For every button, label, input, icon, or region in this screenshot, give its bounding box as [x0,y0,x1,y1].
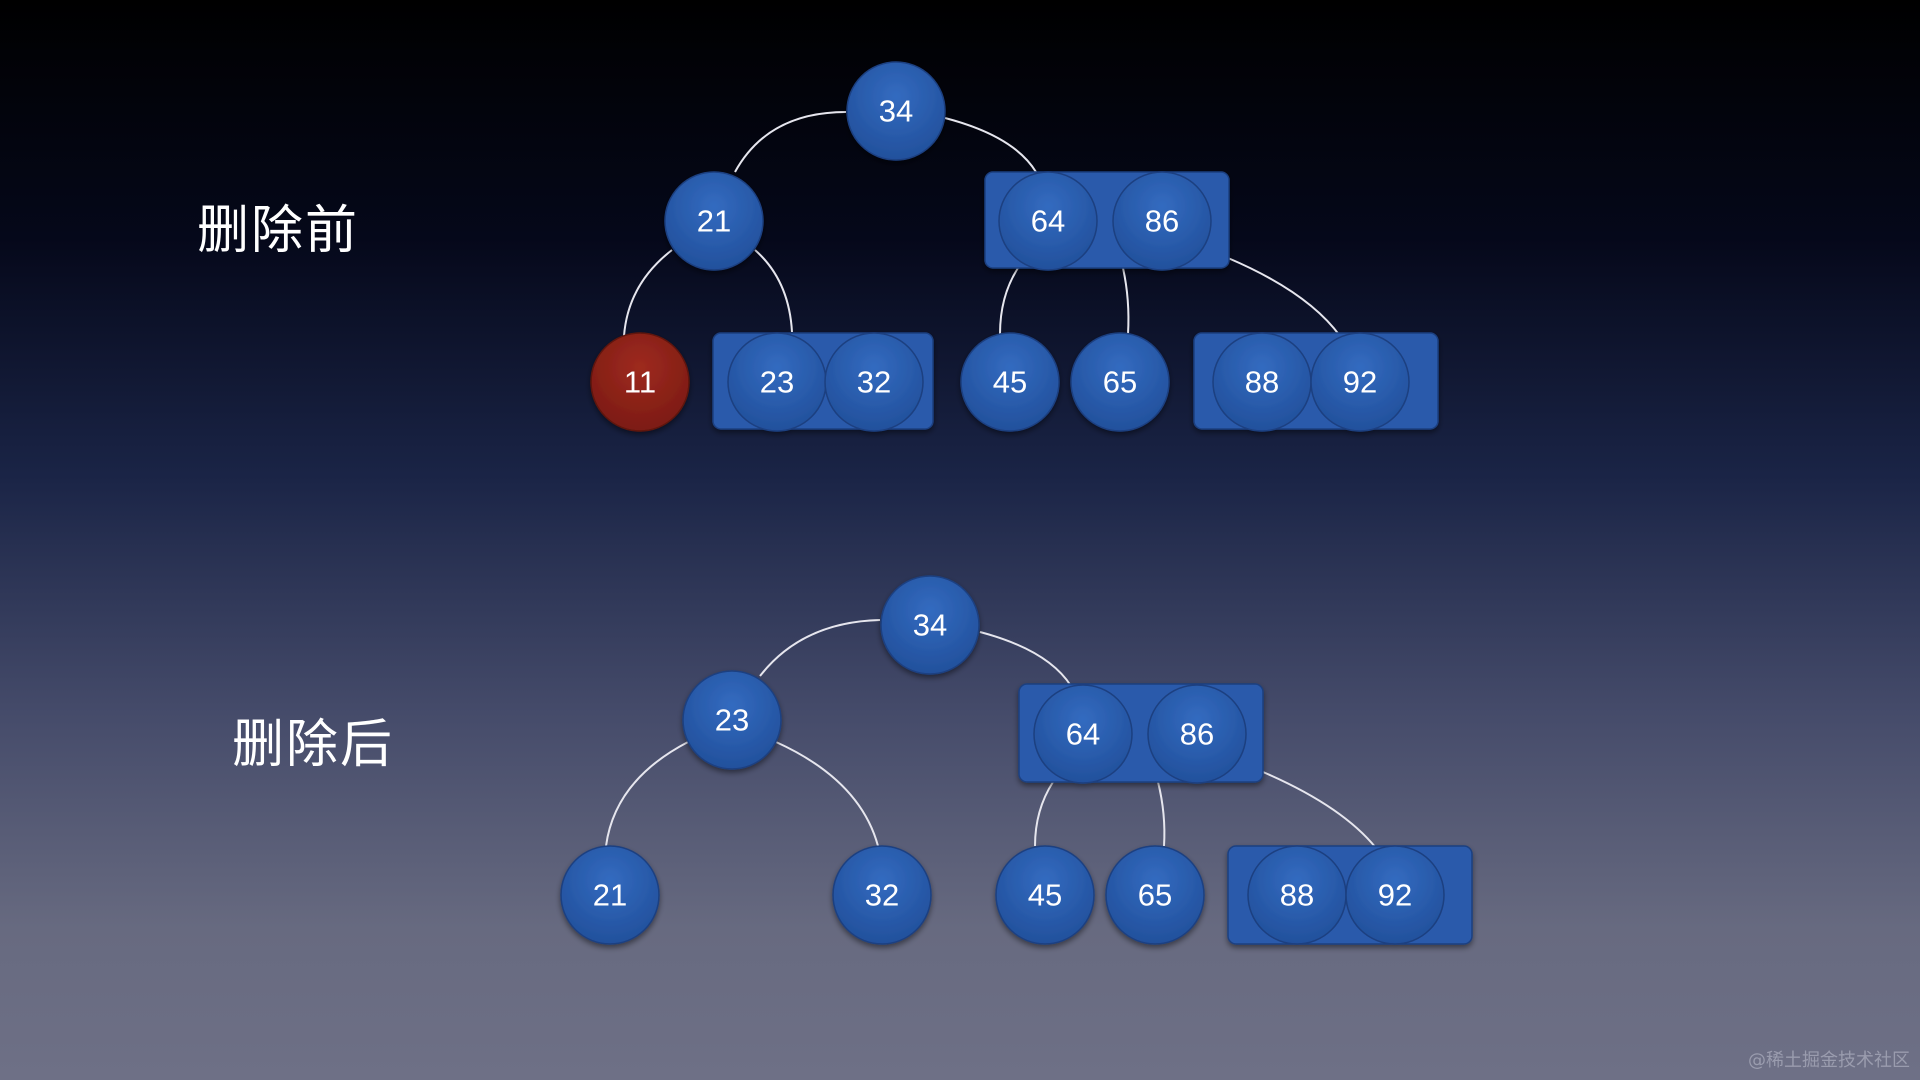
node-before-21: 21 [664,171,764,271]
edge-6486-8892-before [1227,257,1341,337]
edge-6486-65-after [1157,781,1166,847]
node-before-23-32: 23 32 [712,332,934,432]
node-before-root: 34 [846,61,946,161]
edge-23-32-after [775,741,879,847]
key-before-level2-left: 21 [697,204,731,239]
label-before-deletion: 删除前 [197,201,360,261]
key-after-level2-left: 23 [715,703,749,738]
key-before-86: 86 [1145,204,1179,239]
node-after-root: 34 [880,575,980,675]
key-after-leaf-2: 32 [865,878,899,913]
key-before-root: 34 [879,94,913,129]
node-before-45: 45 [960,332,1060,432]
key-after-92: 92 [1378,878,1412,913]
label-after-deletion: 删除后 [232,715,395,775]
edge-6486-45-after [1034,781,1054,847]
edge-21-2332-before [754,249,793,333]
edge-root-right-after [979,631,1072,687]
node-after-88-92: 88 92 [1227,845,1473,945]
key-after-leaf-4: 65 [1138,878,1172,913]
node-after-21: 21 [560,845,660,945]
edges-after [605,619,1377,849]
node-before-64-86: 64 86 [984,171,1230,271]
key-before-leaf-3: 45 [993,365,1027,400]
edge-6486-65-before [1122,267,1130,335]
edge-root-left-before [734,111,847,173]
key-before-88: 88 [1245,365,1279,400]
node-before-65: 65 [1070,332,1170,432]
node-after-23: 23 [682,670,782,770]
edges-before [623,111,1341,337]
node-after-32: 32 [832,845,932,945]
node-before-88-92: 88 92 [1193,332,1439,432]
key-before-23: 23 [760,365,794,400]
key-after-leaf-1: 21 [593,878,627,913]
tree-before: 34 21 64 86 11 23 32 [590,61,1439,432]
key-after-88: 88 [1280,878,1314,913]
node-after-45: 45 [995,845,1095,945]
key-before-leaf-4: 65 [1103,365,1137,400]
edge-21-11-before [623,249,673,337]
node-before-11-deleted: 11 [590,332,690,432]
key-after-root: 34 [913,608,947,643]
edge-6486-8892-after [1262,771,1377,849]
watermark: @稀土掘金技术社区 [1748,1050,1910,1071]
key-before-64: 64 [1031,204,1065,239]
node-after-65: 65 [1105,845,1205,945]
key-before-leaf-1: 11 [624,365,656,400]
key-after-leaf-3: 45 [1028,878,1062,913]
tree-after: 34 23 64 86 21 32 45 [560,575,1473,945]
node-after-64-86: 64 86 [1018,683,1264,784]
key-before-32: 32 [857,365,891,400]
key-after-86: 86 [1180,717,1214,752]
edge-6486-45-before [999,267,1019,335]
edge-23-21-after [605,741,689,847]
edge-root-right-before [944,117,1037,173]
key-before-92: 92 [1343,365,1377,400]
key-after-64: 64 [1066,717,1100,752]
edge-root-left-after [759,619,881,677]
